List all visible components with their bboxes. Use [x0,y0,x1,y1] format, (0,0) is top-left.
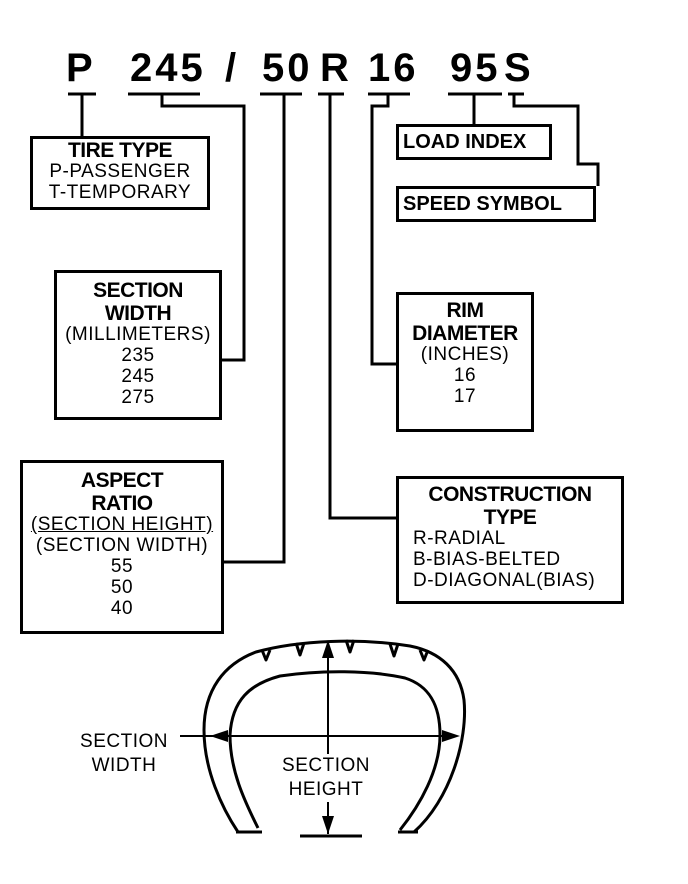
section-width-title: SECTION [93,279,183,302]
construction-line: D-DIAGONAL(BIAS) [413,569,596,591]
construction-title: TYPE [483,506,537,530]
rim-diameter-value: 16 [453,365,477,387]
section-height-label-line: SECTION [282,755,370,776]
load-index-box: LOAD INDEX [396,124,552,160]
aspect-ratio-value: 55 [110,555,134,577]
construction-line: R-RADIAL [413,528,506,550]
construction-type-box: CONSTRUCTION TYPE R-RADIAL B-BIAS-BELTED… [396,476,624,604]
code-section-width: 245 [130,46,206,90]
tire-type-line: T-TEMPORARY [48,181,192,203]
construction-title: CONSTRUCTION [428,483,592,506]
section-width-title: WIDTH [104,302,172,326]
section-width-value: 235 [121,345,155,367]
section-height-label-line: HEIGHT [288,778,364,800]
code-aspect-ratio: 50 [262,46,313,90]
tire-type-box: TIRE TYPE P-PASSENGER T-TEMPORARY [30,136,210,210]
code-slash: / [225,46,240,90]
aspect-ratio-box: ASPECT RATIO (SECTION HEIGHT) (SECTION W… [20,460,224,634]
aspect-ratio-title: RATIO [91,492,153,516]
section-width-value: 275 [121,386,155,408]
tire-type-title: TIRE TYPE [67,139,173,162]
aspect-ratio-value: 40 [110,597,134,619]
code-construction: R [320,46,352,90]
rim-diameter-value: 17 [453,385,477,407]
section-width-value: 245 [121,365,155,387]
section-width-unit: (MILLIMETERS) [65,324,211,346]
construction-line: B-BIAS-BELTED [413,549,561,571]
rim-diameter-title: DIAMETER [412,322,518,346]
rim-diameter-title: RIM [446,299,485,322]
tire-type-line: P-PASSENGER [49,161,191,183]
section-width-label-line: WIDTH [91,754,157,776]
speed-symbol-box: SPEED SYMBOL [396,186,596,222]
code-rim-diameter: 16 [368,46,419,90]
section-width-label-line: SECTION [80,731,168,752]
aspect-ratio-denominator: (SECTION WIDTH) [35,535,209,557]
aspect-ratio-numerator: (SECTION HEIGHT) [30,514,214,536]
rim-diameter-unit: (INCHES) [420,344,510,366]
rim-diameter-box: RIM DIAMETER (INCHES) 16 17 [396,292,534,432]
section-width-label: SECTION WIDTH [74,730,174,778]
code-speed-symbol: S [504,46,534,90]
code-tire-type: P [66,46,96,90]
aspect-ratio-value: 50 [110,576,134,598]
aspect-ratio-title: ASPECT [80,469,164,492]
code-load-index: 95 [450,46,501,90]
section-width-box: SECTION WIDTH (MILLIMETERS) 235 245 275 [54,270,222,420]
section-height-label: SECTION HEIGHT [270,754,382,802]
